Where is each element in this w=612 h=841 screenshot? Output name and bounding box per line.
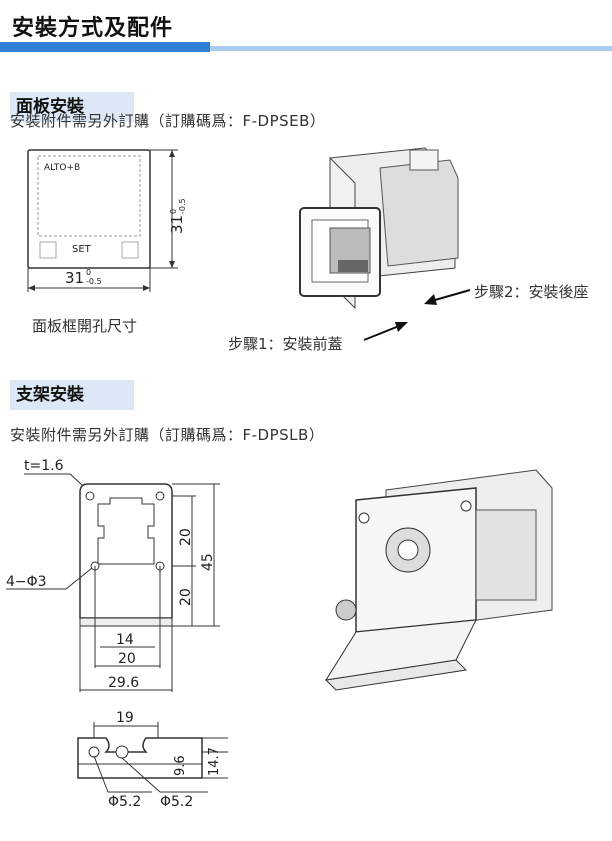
panel-cutout-drawing: ALTO+B SET 31 0 -0.5 31 0 -0.5 — [27, 149, 187, 292]
dim-20-upper: 20 — [178, 528, 194, 546]
panel-accessory-note: 安裝附件需另外訂購（訂購碼爲：F-DPSEB） — [10, 112, 326, 130]
step2-arrow — [424, 289, 471, 305]
bracket-install-illustration — [324, 469, 553, 691]
step2-label: 步驟2：安裝後座 — [474, 283, 589, 301]
phi-left: Φ5.2 — [108, 794, 141, 810]
title-underline-accent — [0, 42, 210, 52]
dim-9-6: 9.6 — [173, 755, 188, 776]
dim-20: 20 — [118, 651, 136, 667]
phi-right: Φ5.2 — [160, 794, 193, 810]
dim-45: 45 — [200, 553, 216, 571]
cutout-caption: 面板框開孔尺寸 — [32, 317, 138, 335]
dim-14-7: 14.7 — [207, 747, 222, 776]
tol-lower-v: -0.5 — [178, 198, 187, 214]
bracket-base-drawing: 19 9.6 14.7 Φ5.2 Φ5.2 — [77, 710, 228, 810]
section-heading-bracket: 支架安裝 — [10, 380, 134, 410]
tol-lower-h: -0.5 — [86, 277, 102, 286]
holes-label: 4−Φ3 — [6, 574, 47, 590]
step1-arrow — [363, 322, 408, 341]
tol-upper-h: 0 — [86, 268, 91, 277]
section-heading-panel: 面板安裝 — [10, 92, 134, 122]
bracket-accessory-note: 安裝附件需另外訂購（訂購碼爲：F-DPSLB） — [10, 426, 325, 444]
tol-upper-v: 0 — [169, 209, 178, 214]
bracket-dimension-drawing: t=1.6 4−Φ3 20 20 45 14 20 29.6 — [6, 458, 220, 692]
dim-width: 31 — [65, 269, 84, 287]
device-brand: ALTO+B — [44, 163, 80, 173]
dim-14: 14 — [116, 632, 134, 648]
step1-label: 步驟1：安裝前蓋 — [228, 335, 343, 353]
dim-height: 31 — [168, 215, 186, 234]
dim-19: 19 — [116, 710, 134, 726]
page-title: 安裝方式及配件 — [12, 16, 174, 41]
thickness-label: t=1.6 — [24, 458, 64, 474]
title-underline-rule — [210, 46, 612, 51]
device-set-key: SET — [72, 244, 92, 255]
panel-install-illustration — [299, 147, 459, 310]
dim-20-lower: 20 — [178, 588, 194, 606]
dim-29-6: 29.6 — [108, 675, 139, 691]
